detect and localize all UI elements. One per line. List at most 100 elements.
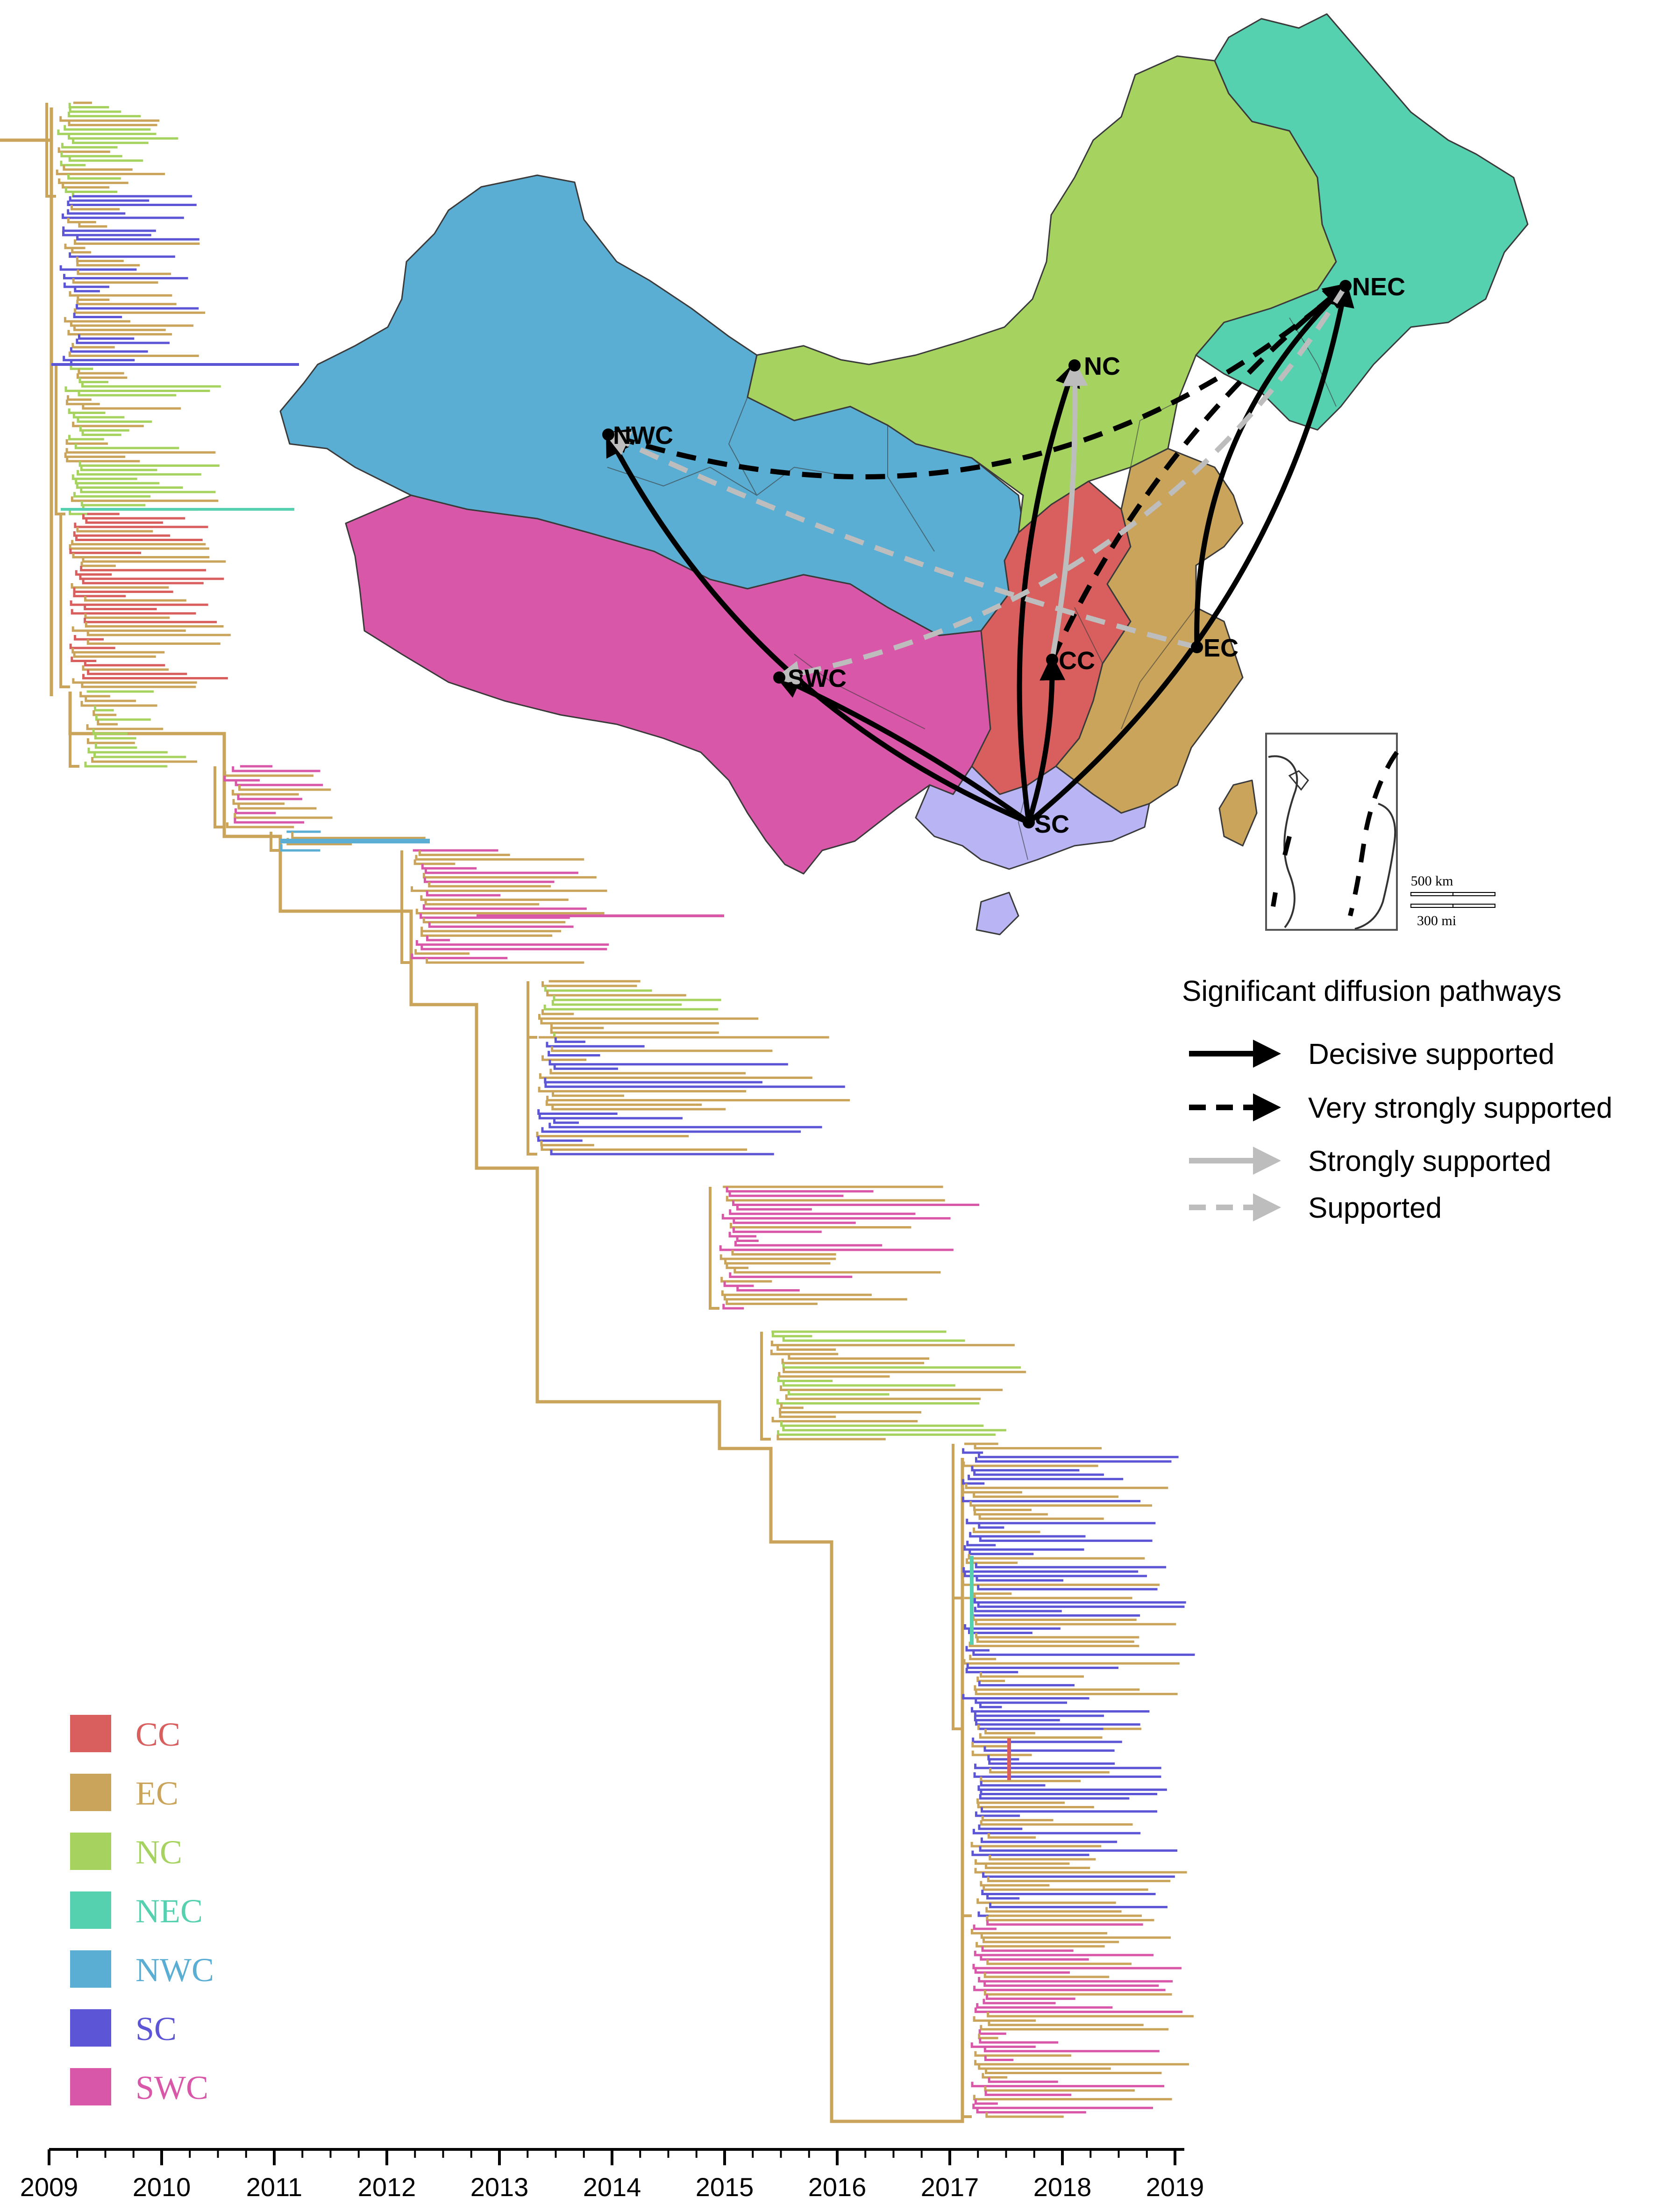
tree-branch: [969, 1532, 1086, 1538]
tree-branch: [57, 147, 110, 153]
node-label-swc: SWC: [788, 664, 847, 692]
tree-branch: [962, 1488, 1022, 1494]
tree-branch: [76, 235, 199, 241]
tree-branch: [989, 1903, 1168, 1908]
tree-branch: [778, 1372, 890, 1378]
tree-branch: [986, 1894, 1020, 1900]
tree-branch: [782, 1381, 955, 1387]
tree-branch: [770, 1341, 1015, 1347]
tree-branch: [726, 1196, 945, 1202]
tree-branch: [291, 832, 426, 839]
tree-branch: [723, 1295, 907, 1301]
tree-branch: [733, 1218, 856, 1224]
tree-branch: [551, 1000, 682, 1006]
tree-branch: [973, 2016, 1036, 2022]
time-axis-tick-label: 2010: [133, 2172, 191, 2202]
tree-branch: [77, 417, 152, 423]
tree-branch: [78, 369, 124, 375]
tree-branch: [963, 1545, 1084, 1551]
tree-branch: [421, 863, 477, 870]
tree-branch: [974, 1444, 1102, 1449]
tree-branch: [771, 1332, 812, 1338]
tree-branch: [65, 400, 100, 406]
tree-branch: [976, 1637, 1134, 1643]
tree-branch: [57, 129, 157, 136]
tree-branch: [975, 1698, 1068, 1704]
tree-branch: [76, 338, 170, 344]
tree-branch: [975, 1633, 1139, 1639]
tree-branch: [85, 622, 224, 628]
tree-branch: [982, 1872, 1175, 1878]
tree-branch: [736, 1236, 759, 1242]
tree-branch: [86, 738, 135, 744]
tree-branch: [68, 156, 143, 162]
tree-branch: [68, 435, 104, 441]
tree-branch: [72, 421, 144, 428]
tree-branch: [968, 1628, 1032, 1634]
tree-branch: [553, 995, 721, 1001]
tree-branch: [977, 1584, 1158, 1591]
tree-branch: [733, 1268, 941, 1274]
tree-branch: [527, 981, 537, 1039]
tree-branch: [719, 1254, 836, 1260]
tree-branch: [80, 566, 206, 571]
tree-branch: [981, 1946, 1074, 1952]
tree-branch: [73, 592, 126, 598]
tree-branch: [780, 1403, 804, 1409]
tree-branch: [74, 286, 100, 293]
tree-branch: [82, 674, 228, 679]
tree-legend-label-nwc: NWC: [135, 1951, 214, 1989]
tree-branch: [962, 1567, 1139, 1573]
tree-branch: [82, 665, 169, 671]
tree-branch: [64, 317, 130, 323]
tree-branch: [776, 1345, 836, 1351]
tree-branch: [400, 850, 411, 964]
tree-branch: [78, 334, 135, 340]
tree-branch: [80, 701, 157, 707]
tree-branch: [973, 1527, 1040, 1534]
pathway-legend-title: Significant diffusion pathways: [1182, 975, 1561, 1007]
tree-branch: [63, 356, 135, 362]
tree-branch: [223, 776, 260, 782]
tree-branch: [424, 899, 540, 906]
tree-branch: [420, 931, 553, 937]
tree-branch: [60, 160, 86, 166]
tree-branch: [979, 1794, 1130, 1800]
tree-legend-label-nec: NEC: [135, 1892, 203, 1930]
tree-branch: [776, 1399, 980, 1405]
tree-branch: [976, 1677, 1005, 1682]
region-swc: [345, 494, 991, 875]
tree-branch: [979, 1703, 1002, 1708]
node-dot-nec: [1339, 280, 1352, 292]
tree-branch: [971, 2082, 1165, 2088]
node-label-nec: NEC: [1352, 273, 1405, 301]
tree-branch: [69, 549, 142, 554]
tree-branch: [970, 1841, 1102, 1848]
tree-branch: [729, 1209, 916, 1215]
tree-branch: [426, 935, 450, 942]
tree-branch: [94, 743, 137, 749]
tree-branch: [980, 1781, 1046, 1787]
tree-branch: [983, 2047, 1160, 2053]
tree-branch: [975, 1457, 1172, 1463]
tree-branch: [981, 1816, 1054, 1821]
tree-branch: [974, 1950, 1154, 1956]
tree-branch: [59, 514, 70, 688]
tree-branch: [541, 1009, 574, 1015]
tree-branch: [553, 1118, 579, 1124]
tree-branch: [72, 278, 158, 284]
tree-branch: [554, 1037, 585, 1043]
tree-branch: [974, 2007, 1183, 2013]
tree-branch: [72, 413, 125, 419]
tree-branch: [420, 913, 570, 919]
tree-branch: [82, 404, 181, 410]
tree-branch: [973, 2095, 1172, 2101]
tree-branch: [538, 1113, 683, 1120]
tree-branch: [62, 183, 110, 189]
tree-branch: [68, 134, 178, 140]
tree-branch: [69, 692, 79, 768]
tree-branch: [71, 648, 165, 654]
tree-branch: [70, 321, 194, 327]
tree-branch: [552, 1091, 624, 1097]
tree-branch: [93, 710, 117, 716]
